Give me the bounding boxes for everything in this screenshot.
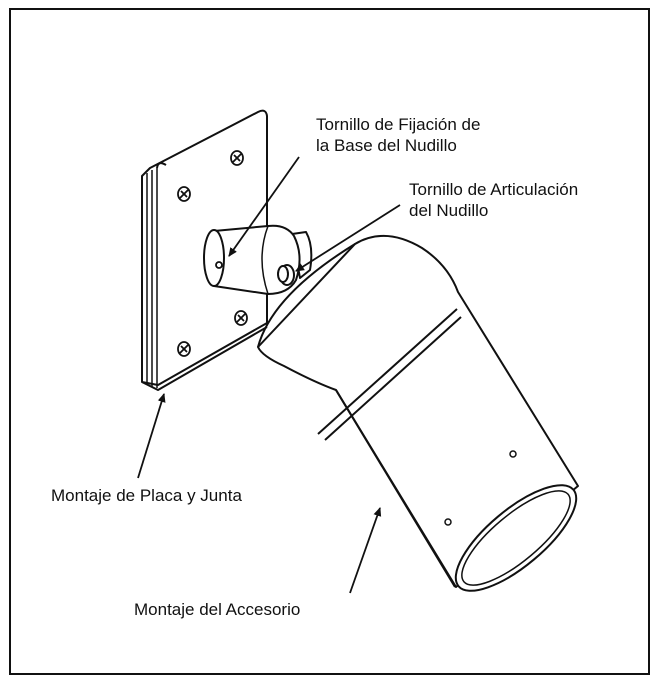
knuckle-pivot-screw [277, 264, 295, 286]
plate-screw-top-left [177, 186, 191, 202]
label-fixture-assembly: Montaje del Accesorio [134, 600, 301, 619]
label-knuckle-base-screw: Tornillo de Fijación de la Base del Nudi… [316, 114, 480, 156]
fixture-hole-lower [444, 518, 452, 526]
arrow-knuckle-base-screw [228, 156, 300, 257]
arrow-fixture [349, 507, 382, 594]
plate-screw-bottom-left [177, 341, 191, 357]
label-knuckle-pivot-screw-line1: Tornillo de Articulación [409, 180, 579, 199]
label-knuckle-pivot-screw-line2: del Nudillo [409, 201, 489, 220]
label-plate-gasket-assembly: Montaje de Placa y Junta [51, 486, 242, 505]
label-knuckle-base-screw-line1: Tornillo de Fijación de [316, 115, 481, 134]
fixture-hole-upper [509, 450, 517, 458]
arrow-plate-gasket [137, 393, 166, 479]
label-knuckle-base-screw-line2: la Base del Nudillo [316, 136, 457, 155]
fixture-body [257, 234, 579, 592]
plate-screw-top-right [230, 150, 244, 166]
arrow-knuckle-pivot-screw [295, 204, 401, 272]
plate-screw-bottom-right [234, 310, 248, 326]
knuckle [203, 224, 313, 295]
knuckle-base-screw [215, 261, 223, 269]
label-knuckle-pivot-screw: Tornillo de Articulación del Nudillo [409, 179, 578, 221]
